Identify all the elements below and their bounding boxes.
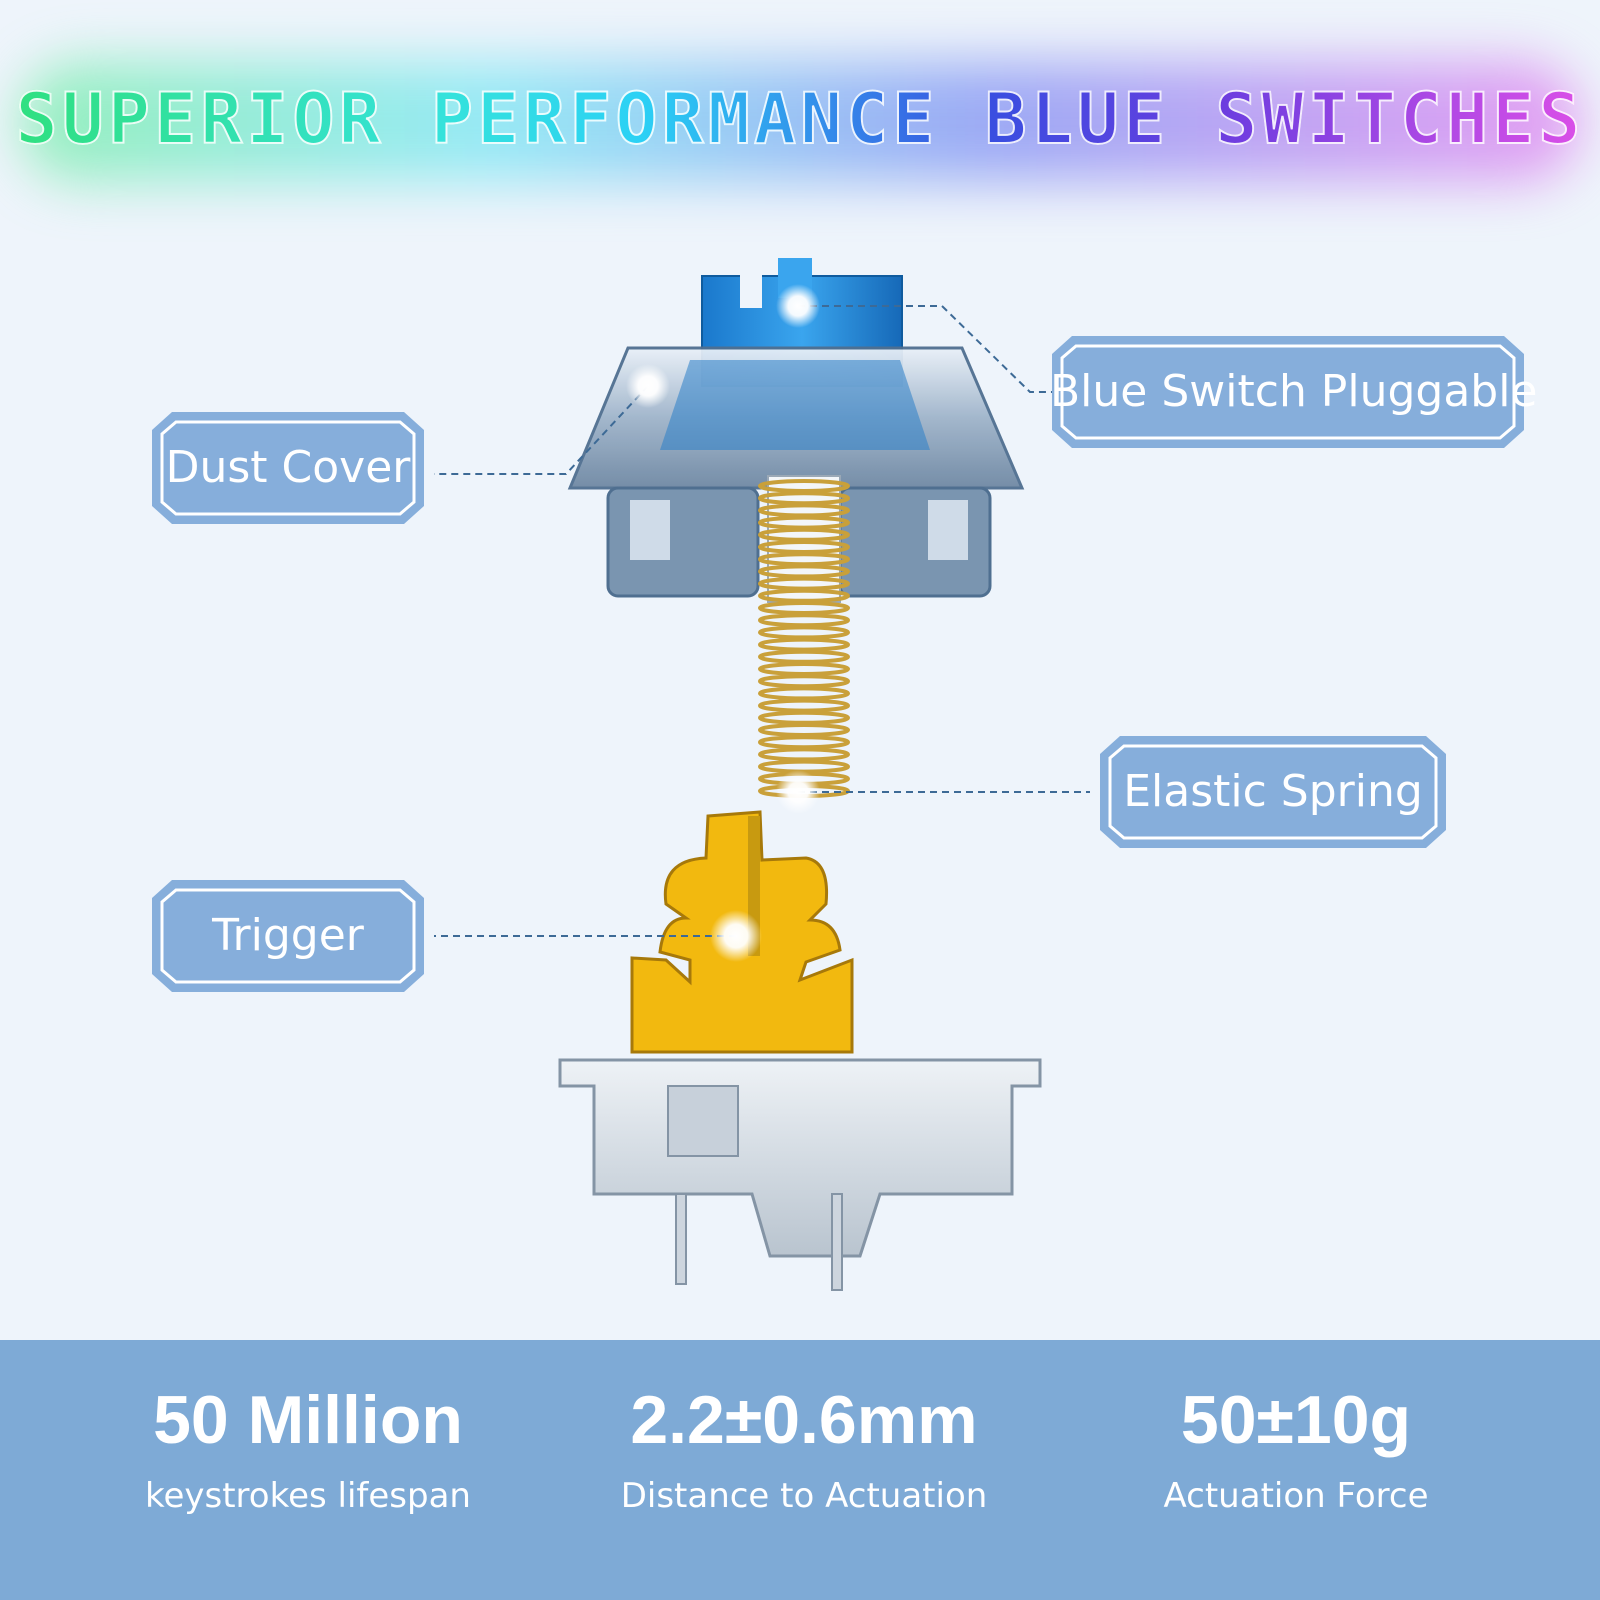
- spring-coil: [758, 625, 850, 640]
- callout-label: Blue Switch Pluggable: [1050, 366, 1538, 417]
- spring-coil: [758, 540, 850, 554]
- spring-coil: [758, 491, 850, 506]
- spring-coil: [758, 613, 850, 628]
- spring-coil: [758, 552, 850, 567]
- spring-coil: [758, 674, 850, 689]
- spring-coil: [758, 515, 850, 530]
- callout-dust-cover: Dust Cover: [150, 410, 426, 526]
- callout-label: Elastic Spring: [1123, 766, 1423, 817]
- callout-blue-switch: Blue Switch Pluggable: [1050, 334, 1538, 450]
- leader-line-dust-cover: [434, 385, 649, 475]
- stat-value: 50±10g: [1180, 1382, 1412, 1458]
- stat-caption: Actuation Force: [1163, 1476, 1429, 1516]
- leader-line-blue-switch: [798, 305, 1060, 393]
- bottom-housing: [558, 1058, 1042, 1291]
- highlight-dots: [626, 284, 820, 962]
- callout-elastic-spring: Elastic Spring: [1098, 734, 1448, 850]
- spring-coil: [758, 759, 850, 774]
- leader-lines: [434, 305, 1090, 937]
- spring-coil: [758, 710, 850, 725]
- spring-coil: [758, 735, 850, 750]
- spring-coil: [758, 576, 850, 591]
- dust-cover: [567, 346, 1025, 598]
- spring-coil: [758, 637, 850, 652]
- stat-value: 50 Million: [153, 1382, 463, 1458]
- title-glow: [20, 62, 1580, 182]
- stat-value: 2.2±0.6mm: [630, 1382, 978, 1458]
- spring-coil: [758, 649, 850, 664]
- spring-coil: [758, 564, 850, 579]
- spring-coil: [758, 723, 850, 737]
- spring-coil: [758, 503, 850, 518]
- stat-actuation-distance: 2.2±0.6mm Distance to Actuation: [584, 1380, 1024, 1518]
- spring-coil: [758, 686, 850, 701]
- spring-coil: [758, 662, 850, 676]
- page-title: SUPERIOR PERFORMANCE BLUE SWITCHES: [0, 77, 1600, 161]
- callout-label: Dust Cover: [165, 442, 411, 493]
- stat-caption: Distance to Actuation: [620, 1476, 988, 1516]
- stat-lifespan: 50 Million keystrokes lifespan: [88, 1380, 528, 1518]
- stat-caption: keystrokes lifespan: [145, 1476, 471, 1516]
- switch-exploded-diagram: [434, 258, 1090, 1291]
- spring-coil: [758, 588, 850, 603]
- spring-coil: [758, 601, 850, 615]
- callout-label: Trigger: [212, 910, 364, 961]
- spring-coil: [758, 698, 850, 713]
- stats-band: 50 Million keystrokes lifespan 2.2±0.6mm…: [0, 1340, 1600, 1600]
- stat-actuation-force: 50±10g Actuation Force: [1076, 1380, 1516, 1518]
- spring-coil: [758, 747, 850, 762]
- spring-coil: [758, 527, 850, 542]
- spring: [758, 475, 850, 798]
- callout-trigger: Trigger: [150, 878, 426, 994]
- spring-coil: [758, 479, 850, 493]
